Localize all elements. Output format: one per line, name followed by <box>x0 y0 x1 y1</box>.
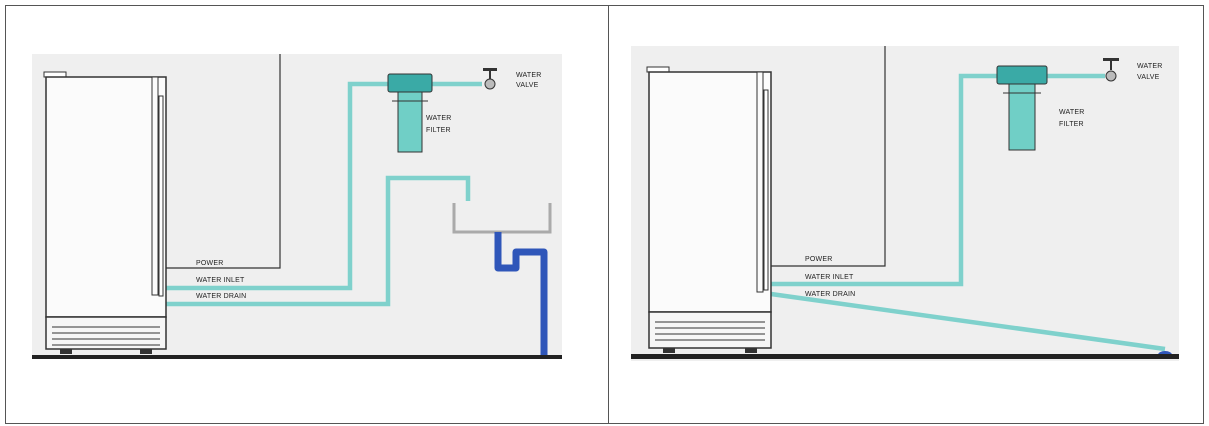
filter-body <box>397 91 423 153</box>
ice-maker-door-handle <box>158 95 164 297</box>
ice-maker-door-edge <box>151 76 159 296</box>
ice-maker <box>646 66 772 353</box>
sink <box>452 203 552 234</box>
filter-cap <box>387 73 433 93</box>
label-water-filter-1: WATER <box>1059 109 1085 116</box>
label-water-valve-1: WATER <box>516 72 542 79</box>
label-water-valve-2: VALVE <box>516 82 539 89</box>
label-water-filter-1: WATER <box>426 115 452 122</box>
ice-maker-cabinet <box>648 71 772 313</box>
ice-maker-base <box>648 311 772 349</box>
water-filter <box>996 65 1048 151</box>
label-water-valve-1: WATER <box>1137 63 1163 70</box>
ice-maker-door-handle <box>763 89 769 291</box>
ice-maker-foot-right <box>745 348 757 353</box>
water-drain-line <box>166 175 471 307</box>
label-water-drain: WATER DRAIN <box>196 293 246 300</box>
water-drain-line <box>770 291 1166 352</box>
drain-pipe <box>494 232 548 358</box>
ice-maker-door-edge <box>756 71 764 293</box>
label-power: POWER <box>196 260 223 267</box>
label-water-drain: WATER DRAIN <box>805 291 855 298</box>
water-valve-icon <box>483 68 497 90</box>
diagram-right-svg: WATER VALVE WATER FILTER POWER WATER INL… <box>631 46 1179 361</box>
ice-maker <box>43 71 167 354</box>
water-inlet-line <box>166 81 388 291</box>
label-water-inlet: WATER INLET <box>196 277 245 284</box>
ice-maker-foot-left <box>663 348 675 353</box>
ice-maker-foot-right <box>140 349 152 354</box>
label-power: POWER <box>805 256 832 263</box>
label-water-valve-2: VALVE <box>1137 74 1160 81</box>
water-valve-icon <box>1103 58 1119 82</box>
diagram-panel-left: WATER VALVE WATER FILTER POWER WATER INL… <box>6 6 608 423</box>
floor <box>32 355 562 359</box>
ice-maker-foot-left <box>60 349 72 354</box>
label-water-filter-2: FILTER <box>426 127 451 134</box>
filter-body <box>1008 83 1036 151</box>
table-divider <box>608 6 609 423</box>
label-water-filter-2: FILTER <box>1059 121 1084 128</box>
water-inlet-line <box>771 73 997 287</box>
diagram-panel-right: WATER VALVE WATER FILTER POWER WATER INL… <box>609 6 1205 423</box>
ice-maker-cabinet <box>45 76 167 318</box>
floor <box>631 354 1179 359</box>
filter-cap <box>996 65 1048 85</box>
water-filter <box>387 73 433 153</box>
label-water-inlet: WATER INLET <box>805 274 854 281</box>
power-cord <box>771 46 886 267</box>
diagram-left-svg: WATER VALVE WATER FILTER POWER WATER INL… <box>32 54 562 359</box>
power-cord <box>166 54 281 269</box>
diagram-table: WATER VALVE WATER FILTER POWER WATER INL… <box>5 5 1204 424</box>
